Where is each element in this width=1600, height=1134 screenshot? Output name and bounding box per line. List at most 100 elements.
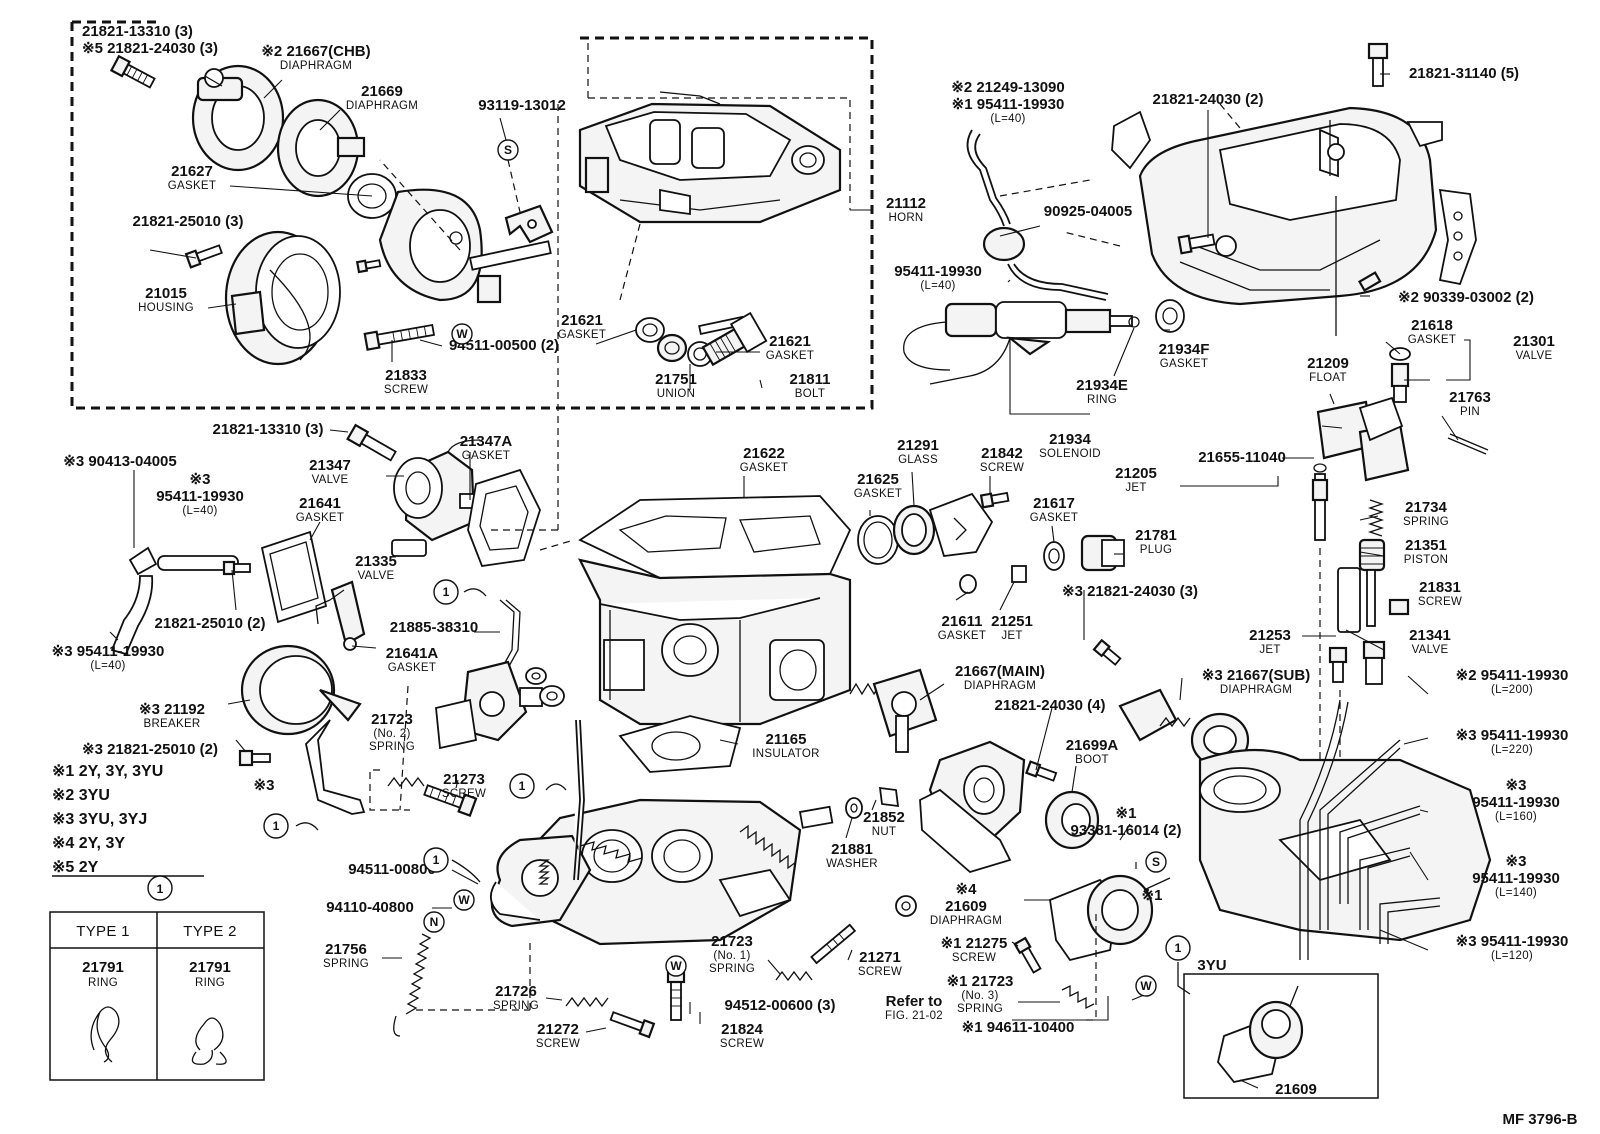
label-line: 21726 [495, 983, 537, 1000]
label-line: SCREW [536, 1038, 580, 1050]
label-line: 94511-00800 [348, 861, 436, 878]
label-line: BOOT [1075, 754, 1109, 766]
label-line: 21842 [981, 445, 1023, 462]
label-star3-small: ※3 [254, 777, 275, 794]
label-line: 21667(MAIN) [955, 663, 1045, 680]
label-line: ※3 21192 [139, 701, 205, 718]
label-line: 21881 [831, 841, 873, 858]
label-line: 21621 [769, 333, 811, 350]
label-line: ※3 95411-19930 [52, 643, 165, 660]
label-line: 21347 [309, 457, 351, 474]
label-line: 21251 [991, 613, 1033, 630]
label-line: SPRING [493, 1000, 539, 1012]
label-line: 94511-00500 (2) [449, 337, 559, 354]
label-line: 21669 [361, 83, 403, 100]
label-line: SOLENOID [1039, 448, 1101, 460]
label-line: 21272 [537, 1021, 579, 1038]
label-line: PIN [1460, 406, 1480, 418]
label-line: 21833 [385, 367, 427, 384]
label-line: BREAKER [143, 718, 200, 730]
label-line: FIG. 21-02 [885, 1010, 943, 1022]
float-bowl-cover [1111, 106, 1477, 336]
label-line: SPRING [1403, 516, 1449, 528]
reference-leader-lines [369, 104, 1137, 1021]
label-line: 21734 [1405, 499, 1447, 516]
label-21821-24030-mid: ※3 21821-24030 (3) [1062, 583, 1198, 600]
callout-1-small-clips [295, 588, 1191, 995]
table-header-type-2: TYPE 2 [183, 923, 237, 940]
label-line: JET [1001, 630, 1022, 642]
svg-text:1: 1 [273, 819, 280, 833]
label-21821-25010-mid: 21821-25010 (2) [155, 615, 266, 632]
model-legend: ※1 2Y, 3Y, 3YU ※2 3YU ※3 3YU, 3YJ ※4 2Y,… [52, 763, 204, 877]
label-21249-13090: ※2 21249-13090※1 95411-19930(L=40) [951, 79, 1065, 125]
label-line: 21209 [1307, 355, 1349, 372]
label-line: 21831 [1419, 579, 1461, 596]
label-line: (No. 1) [713, 950, 750, 962]
jet-spring-column [1311, 463, 1410, 685]
label-line: 21622 [743, 445, 785, 462]
label-line: 21627 [171, 163, 213, 180]
label-line: 21811 [790, 371, 831, 388]
label-line: GASKET [1030, 512, 1078, 524]
label-line: 21821-24030 (2) [1153, 91, 1264, 108]
label-line: DIAPHRAGM [1220, 684, 1292, 696]
label-90339-03002: ※2 90339-03002 (2) [1398, 289, 1534, 306]
label-95411-19930-left: ※3 95411-19930(L=40) [52, 643, 165, 672]
label-line: 21621 [561, 312, 603, 329]
label-line: BOLT [795, 388, 825, 400]
label-line: ※1 94611-10400 [962, 1019, 1075, 1036]
label-21821-13310-top: 21821-13310 (3)※5 21821-24030 (3) [82, 23, 218, 57]
callout-1-a: 1 [433, 579, 459, 605]
label-95411-19930-l200: ※2 95411-19930(L=200) [1456, 667, 1569, 696]
label-line: GASKET [938, 630, 986, 642]
label-line: GASKET [296, 512, 344, 524]
diaphragm-housing-group [109, 54, 554, 366]
label-line: ※1 21723 [947, 973, 1014, 990]
label-21667-sub: ※3 21667(SUB)DIAPHRAGM [1202, 667, 1310, 696]
label-line: ※3 95411-19930 [1456, 933, 1569, 950]
label-21723-no2: 21723(No. 2)SPRING [369, 711, 415, 753]
label-line: 21821-24030 (4) [995, 697, 1106, 714]
label-line: 21821-13310 (3) [213, 421, 324, 438]
label-leaders [109, 73, 1471, 1089]
table-cell-2-name: RING [195, 977, 225, 989]
ring-type-2-shape [191, 1017, 227, 1065]
ring-type-table: 1 TYPE 1 TYPE 2 21791 RING 21791 RING [49, 875, 265, 1081]
label-line: SPRING [957, 1003, 1003, 1015]
svg-text:W: W [1140, 979, 1152, 993]
label-94611-10400: ※1 94611-10400 [962, 1019, 1075, 1036]
legend-note-1: ※1 2Y, 3Y, 3YU [52, 763, 163, 780]
label-line: ※2 21667(CHB) [261, 43, 370, 60]
label-line: GASKET [1160, 358, 1208, 370]
label-line: 21015 [145, 285, 187, 302]
label-line: (L=120) [1491, 950, 1533, 962]
label-line: SCREW [384, 384, 428, 396]
label-line: 21609 [1275, 1081, 1317, 1098]
label-line: 21351 [1405, 537, 1447, 554]
label-line: (L=140) [1495, 887, 1537, 899]
label-line: SCREW [858, 966, 902, 978]
inset-3yu [1183, 973, 1379, 1099]
label-line: 21273 [443, 771, 485, 788]
label-line: PISTON [1404, 554, 1448, 566]
label-94110-40800: 94110-40800 [326, 899, 414, 916]
table-cell-2-part: 21791 [189, 959, 231, 976]
legend-note-5: ※5 2Y [52, 859, 99, 876]
label-line: 21934E [1076, 377, 1128, 394]
label-line: 21641 [299, 495, 341, 512]
label-line: 21852 [863, 809, 905, 826]
label-line: ※3 [254, 777, 275, 794]
mark-w-94512-00600: W [665, 955, 687, 977]
label-line: 21271 [859, 949, 901, 966]
label-line: (L=40) [90, 660, 125, 672]
